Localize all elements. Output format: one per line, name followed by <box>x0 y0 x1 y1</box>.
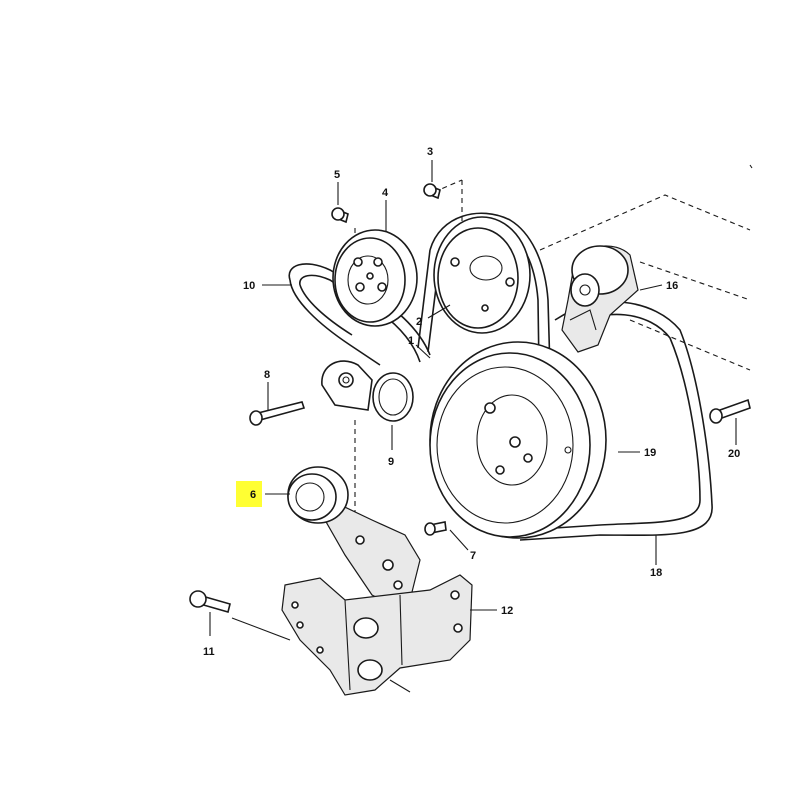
callout-2[interactable]: 2 <box>416 316 422 328</box>
callout-7[interactable]: 7 <box>470 550 476 562</box>
pulley-2 <box>433 216 531 334</box>
bolt-20 <box>709 398 751 424</box>
callout-11[interactable]: 11 <box>203 646 215 658</box>
callout-8[interactable]: 8 <box>264 369 270 381</box>
dashed-reference-lines <box>354 164 753 560</box>
callout-16[interactable]: 16 <box>666 280 678 292</box>
tensioner-16 <box>561 245 639 353</box>
callout-labels: 1 2 3 4 5 6 7 8 9 10 11 12 16 18 19 20 <box>203 146 740 658</box>
callout-20[interactable]: 20 <box>728 448 740 460</box>
bolt-3 <box>423 183 441 200</box>
highlight-callout-6 <box>236 481 262 507</box>
bolt-8 <box>249 401 306 426</box>
callout-4[interactable]: 4 <box>382 187 389 199</box>
leader-lines <box>209 160 737 693</box>
callout-6[interactable]: 6 <box>250 489 256 501</box>
bolt-5 <box>331 207 349 224</box>
bolt-11 <box>189 590 231 613</box>
crank-pulley-19 <box>429 341 607 539</box>
callout-1[interactable]: 1 <box>408 335 414 347</box>
callout-18[interactable]: 18 <box>650 567 662 579</box>
pulley-4 <box>332 229 418 327</box>
callout-9[interactable]: 9 <box>388 456 394 468</box>
callout-12[interactable]: 12 <box>501 605 513 617</box>
callout-10[interactable]: 10 <box>243 280 255 292</box>
callout-19[interactable]: 19 <box>644 447 656 459</box>
tensioner-6 <box>287 466 421 606</box>
bracket-12 <box>281 574 473 696</box>
idler-pulley-9 <box>321 360 414 422</box>
callout-3[interactable]: 3 <box>427 146 433 158</box>
bolt-7 <box>424 521 447 536</box>
belt-18 <box>519 301 713 541</box>
callout-5[interactable]: 5 <box>334 169 340 181</box>
